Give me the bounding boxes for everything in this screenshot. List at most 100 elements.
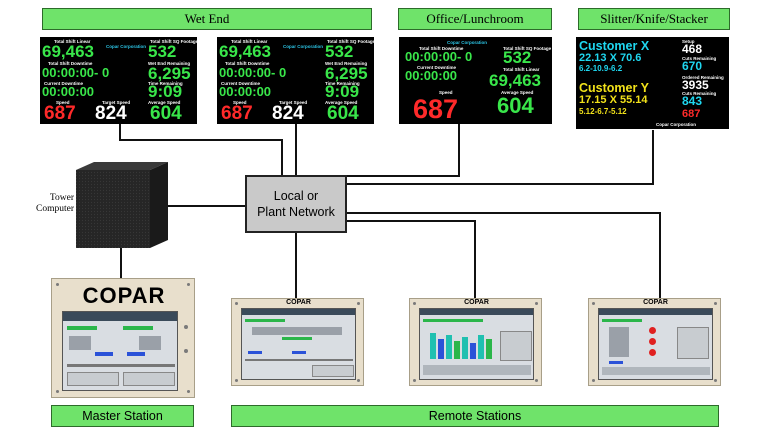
red-value: 687 — [682, 108, 701, 120]
slitter-text: Slitter/Knife/Stacker — [600, 11, 708, 26]
customer-x: Customer X — [579, 39, 650, 53]
wet-end-label: Wet End — [42, 8, 372, 30]
linear-value: 69,463 — [489, 71, 541, 90]
setup-label: Setup — [682, 39, 695, 44]
customer-y-dims: 17.15 X 55.14 — [579, 94, 648, 106]
master-station-panel: COPAR — [51, 278, 195, 398]
speed-label: Speed — [439, 90, 453, 95]
company-label: Copar Corporation — [106, 44, 146, 49]
time-remaining-value: 9:09 — [148, 82, 183, 101]
current-downtime-value: 00:00:00 — [219, 84, 272, 99]
avg-value: 604 — [497, 93, 534, 118]
target-value: 824 — [95, 103, 127, 124]
company-label: Copar Corporation — [447, 40, 487, 45]
wet-end-remaining-label: Wet End Remaining — [148, 61, 191, 66]
copar-logo-master: COPAR — [82, 283, 166, 308]
wet-end-board-2: Total Shift Linear Copar Corporation Tot… — [217, 37, 376, 124]
remote-station-1: COPAR — [231, 298, 364, 386]
avg-label: Average Speed — [148, 100, 181, 105]
master-screen — [62, 311, 178, 391]
remote-screen-2 — [419, 308, 534, 380]
office-board: Copar Corporation Total Shift Downtime T… — [399, 37, 552, 124]
customer-y: Customer Y — [579, 81, 649, 95]
current-downtime-value: 00:00:00 — [42, 84, 95, 99]
master-station-text: Master Station — [82, 409, 163, 423]
tower-computer — [72, 162, 168, 248]
slitter-board: Customer X 22.13 X 70.6 6.2-10.9-6.2 Set… — [576, 37, 729, 129]
remote-stations-label: Remote Stations — [231, 405, 719, 427]
current-downtime-value: 00:00:00 — [405, 68, 458, 83]
linear-label: Total Shift Linear — [503, 67, 540, 72]
current-downtime-label: Current Downtime — [44, 81, 84, 86]
office-label: Office/Lunchroom — [398, 8, 552, 30]
time-remaining-label: Time Remaining — [325, 81, 360, 86]
linear-value: 69,463 — [219, 42, 271, 61]
speed-value: 687 — [221, 103, 253, 124]
cuts-remaining-value: 670 — [682, 59, 703, 73]
speed-label: Speed — [56, 100, 70, 105]
remaining-value: 6,295 — [148, 64, 191, 83]
ordered-remaining-label: Ordered Remaining — [682, 75, 724, 80]
remaining-value: 6,295 — [325, 64, 368, 83]
downtime-label: Total Shift Downtime — [419, 46, 464, 51]
current-downtime-label: Current Downtime — [417, 65, 457, 70]
current-downtime-label: Current Downtime — [221, 81, 261, 86]
total-shift-linear-label: Total Shift Linear — [54, 39, 91, 44]
tower-computer-label: Tower Computer — [36, 193, 74, 214]
speed-label: Speed — [233, 100, 247, 105]
time-remaining-value: 9:09 — [325, 82, 360, 101]
company-label: Copar Corporation — [283, 44, 323, 49]
sq-value: 532 — [148, 42, 177, 61]
remote-station-3: COPAR — [588, 298, 721, 386]
customer-x-slits: 6.2-10.9-6.2 — [579, 64, 623, 73]
sq-value: 532 — [503, 48, 532, 67]
office-text: Office/Lunchroom — [426, 11, 524, 26]
downtime-value: 00:00:00- 0 — [42, 65, 110, 80]
customer-y-slits: 5.12-6.7-5.12 — [579, 107, 627, 116]
avg-value: 604 — [150, 103, 182, 124]
downtime-value: 00:00:00- 0 — [405, 49, 473, 64]
slitter-label: Slitter/Knife/Stacker — [578, 8, 730, 30]
target-value: 824 — [272, 103, 304, 124]
downtime-label: Total Shift Downtime — [48, 61, 93, 66]
cuts-remaining-label-2: Cuts Remaining — [682, 91, 717, 96]
downtime-label: Total Shift Downtime — [225, 61, 270, 66]
company-label: Copar Corporation — [656, 122, 696, 127]
sq-label: Total Shift SQ Footage — [503, 46, 552, 51]
copar-logo-remote-2: COPAR — [464, 299, 489, 306]
downtime-value: 00:00:00- 0 — [219, 65, 287, 80]
avg-label: Average Speed — [325, 100, 358, 105]
cuts-remaining-value-2: 843 — [682, 94, 703, 108]
time-remaining-label: Time Remaining — [148, 81, 183, 86]
remote-station-2: COPAR — [409, 298, 542, 386]
remote-stations-text: Remote Stations — [428, 409, 522, 423]
cuts-remaining-label: Cuts Remaining — [682, 56, 717, 61]
remote-screen-3 — [598, 308, 713, 380]
remote-screen-1 — [241, 308, 356, 380]
target-label: Target Speed — [279, 100, 308, 105]
speed-value: 687 — [413, 94, 459, 124]
target-label: Target Speed — [102, 100, 131, 105]
wet-end-remaining-label: Wet End Remaining — [325, 61, 368, 66]
total-shift-linear-label: Total Shift Linear — [231, 39, 268, 44]
sq-value: 532 — [325, 42, 354, 61]
wet-end-board-1: Total Shift Linear Copar Corporation Tot… — [40, 37, 199, 124]
copar-logo-remote-1: COPAR — [286, 299, 311, 306]
setup-value: 468 — [682, 42, 703, 56]
ordered-remaining-value: 3935 — [682, 78, 709, 92]
master-station-label: Master Station — [51, 405, 194, 427]
tower-computer-icon — [76, 162, 168, 248]
avg-value: 604 — [327, 103, 359, 124]
speed-value: 687 — [44, 103, 76, 124]
total-sq-label: Total Shift SQ Footage — [150, 39, 199, 44]
copar-logo-remote-3: COPAR — [643, 299, 668, 306]
wet-end-text: Wet End — [184, 11, 230, 26]
customer-x-dims: 22.13 X 70.6 — [579, 52, 642, 64]
linear-value: 69,463 — [42, 42, 94, 61]
avg-label: Average Speed — [501, 90, 534, 95]
network-line-2: Plant Network — [257, 205, 335, 219]
network-line-1: Local or — [273, 189, 319, 203]
plant-network-box: Local or Plant Network — [245, 175, 347, 233]
total-sq-label: Total Shift SQ Footage — [327, 39, 376, 44]
